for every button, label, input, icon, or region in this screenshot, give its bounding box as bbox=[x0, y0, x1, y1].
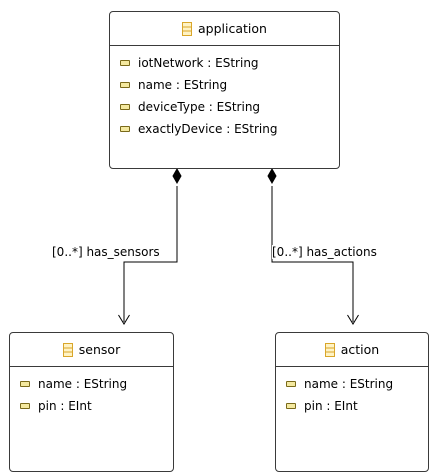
attribute-label: name : EString bbox=[38, 377, 128, 391]
class-header: application bbox=[110, 12, 339, 46]
has-sensors-edge[interactable] bbox=[118, 167, 182, 325]
attribute-row[interactable]: exactlyDevice : EString bbox=[110, 118, 339, 140]
attribute-label: exactlyDevice : EString bbox=[138, 122, 278, 136]
attribute-list: name : EString pin : EInt bbox=[10, 367, 173, 417]
composition-diamond-icon bbox=[267, 167, 277, 185]
attribute-icon bbox=[20, 403, 30, 409]
attribute-row[interactable]: pin : EInt bbox=[276, 395, 428, 417]
attribute-label: pin : EInt bbox=[38, 399, 92, 413]
class-header: action bbox=[276, 333, 428, 367]
attribute-list: iotNetwork : EString name : EString devi… bbox=[110, 46, 339, 140]
class-sensor[interactable]: sensor name : EString pin : EInt bbox=[9, 332, 174, 472]
eclass-icon bbox=[324, 342, 335, 357]
attribute-icon bbox=[20, 381, 30, 387]
attribute-label: iotNetwork : EString bbox=[138, 56, 259, 70]
has-sensors-label: [0..*] has_sensors bbox=[52, 245, 160, 259]
class-action[interactable]: action name : EString pin : EInt bbox=[275, 332, 429, 472]
attribute-row[interactable]: pin : EInt bbox=[10, 395, 173, 417]
class-name: application bbox=[198, 21, 267, 36]
attribute-icon bbox=[120, 82, 130, 88]
attribute-label: deviceType : EString bbox=[138, 100, 261, 114]
attribute-list: name : EString pin : EInt bbox=[276, 367, 428, 417]
attribute-row[interactable]: name : EString bbox=[110, 74, 339, 96]
eclass-icon bbox=[182, 21, 193, 36]
attribute-icon bbox=[286, 403, 296, 409]
has-actions-label: [0..*] has_actions bbox=[272, 245, 377, 259]
attribute-icon bbox=[120, 60, 130, 66]
attribute-row[interactable]: name : EString bbox=[10, 373, 173, 395]
attribute-row[interactable]: iotNetwork : EString bbox=[110, 52, 339, 74]
class-application[interactable]: application iotNetwork : EString name : … bbox=[109, 11, 340, 169]
eclass-icon bbox=[62, 342, 73, 357]
attribute-row[interactable]: name : EString bbox=[276, 373, 428, 395]
attribute-row[interactable]: deviceType : EString bbox=[110, 96, 339, 118]
class-header: sensor bbox=[10, 333, 173, 367]
attribute-label: name : EString bbox=[304, 377, 394, 391]
has-actions-edge[interactable] bbox=[267, 167, 359, 325]
class-name: sensor bbox=[78, 342, 121, 357]
class-name: action bbox=[340, 342, 380, 357]
attribute-icon bbox=[120, 126, 130, 132]
attribute-label: name : EString bbox=[138, 78, 228, 92]
composition-diamond-icon bbox=[172, 167, 182, 185]
attribute-icon bbox=[120, 104, 130, 110]
attribute-label: pin : EInt bbox=[304, 399, 358, 413]
attribute-icon bbox=[286, 381, 296, 387]
